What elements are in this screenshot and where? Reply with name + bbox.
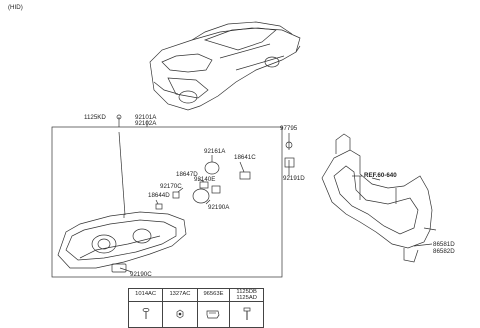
part-label-1125KD[interactable]: 1125KD (84, 114, 106, 121)
bulb-18641C (239, 171, 251, 180)
headlamp-assembly (57, 211, 187, 273)
fastener-table: 1014AC 1327AC 96563E 1125DB 1125AD (127, 288, 264, 328)
part-label-18647D[interactable]: 18647D (176, 171, 198, 178)
socket-92140E (211, 185, 221, 194)
part-label-86581D[interactable]: 86581D (433, 241, 455, 248)
headlamp-group-frame (51, 126, 283, 278)
reference-label[interactable]: REF.60-640 (364, 172, 397, 179)
part-label-97795[interactable]: 97795 (280, 125, 298, 132)
part-label-18644D[interactable]: 18644D (148, 192, 170, 199)
screw-1125KD (116, 114, 122, 120)
front-end-module-frame (321, 133, 437, 263)
bulb-18644D (155, 203, 163, 210)
part-label-18641C[interactable]: 18641C (234, 154, 256, 161)
part-label-92102A[interactable]: 92102A (135, 120, 157, 127)
table-header-1125DB-1125AD[interactable]: 1125DB 1125AD (229, 288, 264, 302)
clip-icon (207, 310, 220, 318)
cap-92161A (204, 161, 220, 175)
part-label-92170C[interactable]: 92170C (160, 183, 182, 190)
part-label-92101A[interactable]: 92101A (135, 114, 157, 121)
variant-label: (HID) (8, 4, 23, 11)
bolt-97795 (285, 141, 293, 149)
part-label-92191D[interactable]: 92191D (283, 175, 305, 182)
table-header-1014AC[interactable]: 1014AC (127, 288, 164, 302)
bolt-icon (243, 307, 251, 320)
cover-92190A (192, 188, 210, 204)
table-header-96563E[interactable]: 96563E (196, 288, 231, 302)
vehicle-illustration (149, 21, 301, 111)
screw-icon (142, 307, 149, 319)
part-label-86582D[interactable]: 86582D (433, 248, 455, 255)
table-header-1327AC[interactable]: 1327AC (162, 288, 198, 302)
bulb-18647D (199, 181, 209, 189)
part-label-92190A[interactable]: 92190A (208, 204, 230, 211)
part-label-92190C[interactable]: 92190C (130, 271, 152, 278)
part-label-92161A[interactable]: 92161A (204, 148, 226, 155)
nut-icon (176, 309, 184, 318)
actuator-92191D (284, 157, 295, 168)
socket-92170C (172, 191, 180, 199)
part-label-92140E[interactable]: 92140E (194, 176, 216, 183)
